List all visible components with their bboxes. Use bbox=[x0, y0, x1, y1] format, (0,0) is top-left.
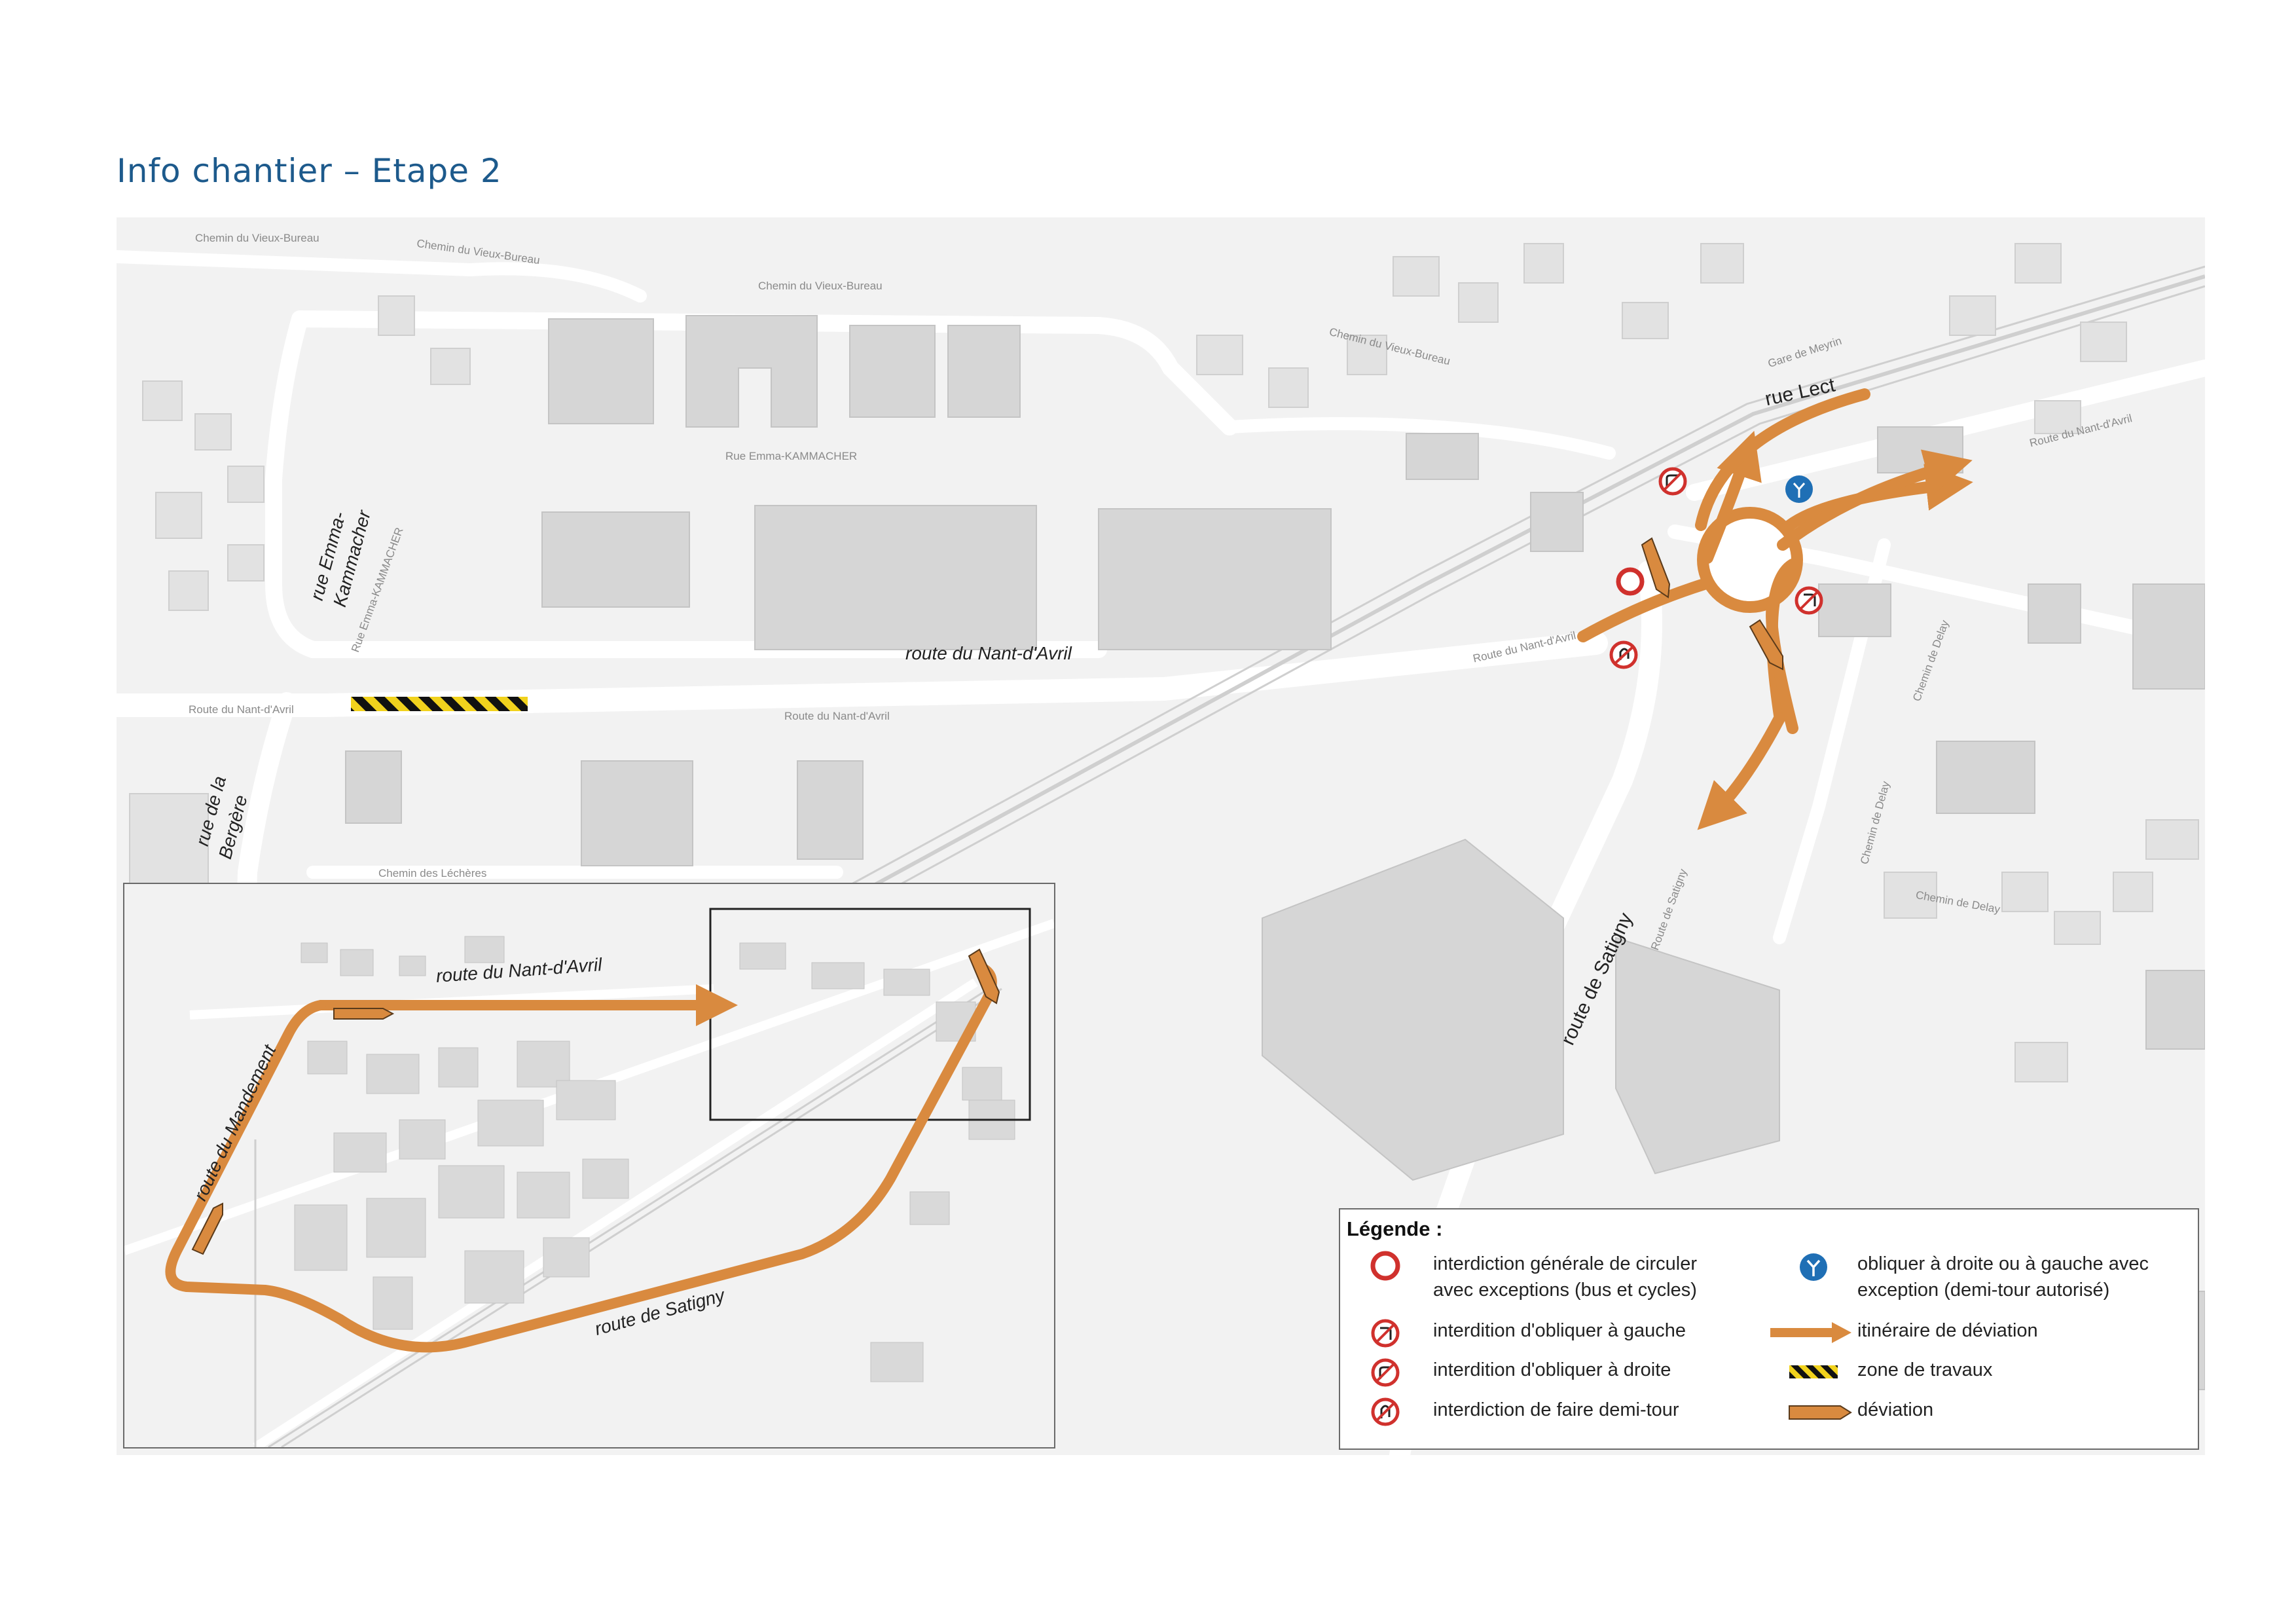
street-name: Rue Emma-KAMMACHER bbox=[725, 450, 858, 462]
inset-map-graphics bbox=[124, 884, 1054, 1447]
legend-works-zone: zone de travaux bbox=[1857, 1359, 1993, 1380]
no-left-turn-icon bbox=[1371, 1319, 1400, 1348]
no-right-turn-icon bbox=[1371, 1358, 1400, 1387]
label-route-nant-avril: route du Nant-d'Avril bbox=[905, 643, 1072, 663]
no-uturn-icon bbox=[1609, 640, 1638, 669]
detour-route-arrow-icon bbox=[1770, 1322, 1851, 1343]
no-right-turn-icon bbox=[1658, 467, 1687, 496]
main-map[interactable]: Chemin du Vieux-Bureau Chemin du Vieux-B… bbox=[117, 217, 2205, 1455]
works-zone-icon bbox=[1789, 1365, 1838, 1378]
legend-detour-route: itinéraire de déviation bbox=[1857, 1320, 2038, 1341]
legend-turn-lr-line1: obliquer à droite ou à gauche avec bbox=[1857, 1253, 2149, 1274]
legend-detour: déviation bbox=[1857, 1399, 1934, 1420]
legend-general-ban-line1: interdiction générale de circuler bbox=[1433, 1253, 1697, 1274]
street-name: Route du Nant-d'Avril bbox=[784, 710, 890, 722]
no-uturn-icon bbox=[1371, 1397, 1400, 1426]
page-title: Info chantier – Etape 2 bbox=[117, 152, 502, 190]
legend-no-uturn: interdiction de faire demi-tour bbox=[1433, 1399, 1679, 1420]
inset-map[interactable]: route du Nant-d'Avril route du Mandement… bbox=[123, 883, 1055, 1449]
ban-circle-icon bbox=[1616, 567, 1645, 596]
legend-turn-lr-line2: exception (demi-tour autorisé) bbox=[1857, 1280, 2110, 1301]
turn-left-right-icon bbox=[1785, 475, 1813, 503]
detour-sign-icon bbox=[1789, 1405, 1852, 1420]
legend-general-ban-line2: avec exceptions (bus et cycles) bbox=[1433, 1280, 1697, 1301]
street-name: Chemin du Vieux-Bureau bbox=[195, 232, 319, 244]
legend-title: Légende : bbox=[1347, 1217, 1443, 1240]
turn-left-right-icon bbox=[1800, 1253, 1827, 1281]
street-name: Route du Nant-d'Avril bbox=[189, 703, 294, 716]
legend-no-right: interdition d'obliquer à droite bbox=[1433, 1359, 1671, 1380]
legend: Légende : interdiction générale de circu… bbox=[1339, 1208, 2199, 1450]
street-name: Chemin des Léchères bbox=[378, 867, 487, 879]
no-left-turn-icon bbox=[1795, 586, 1823, 615]
legend-no-left: interdition d'obliquer à gauche bbox=[1433, 1320, 1686, 1341]
ban-circle-icon bbox=[1370, 1251, 1400, 1281]
street-name: Chemin du Vieux-Bureau bbox=[758, 280, 883, 292]
